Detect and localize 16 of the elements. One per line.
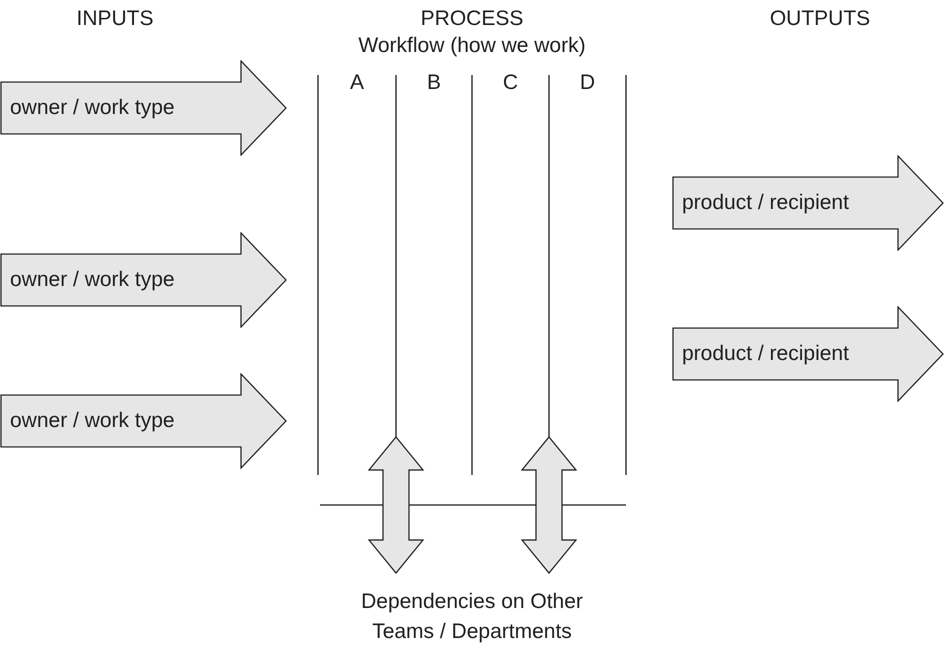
section-heading: INPUTS (76, 6, 154, 32)
dependencies-text: Dependencies on Other Teams / Departments (360, 589, 584, 645)
double-block-arrow (368, 436, 424, 574)
double-block-arrow (520, 436, 578, 574)
lane-label: D (580, 70, 596, 96)
section-heading: PROCESS (420, 6, 524, 32)
arrow-label: product / recipient (682, 341, 849, 368)
lane-label: B (426, 70, 441, 96)
arrow-label: owner / work type (10, 408, 175, 434)
section-heading: OUTPUTS (770, 6, 870, 32)
arrow-label: owner / work type (10, 95, 175, 122)
arrow-label: product / recipient (682, 190, 849, 216)
section-heading: Workflow (how we work) (358, 33, 586, 59)
lane-label: A (350, 70, 364, 96)
lane-label: C (502, 70, 518, 96)
arrow-label: owner / work type (10, 267, 175, 294)
